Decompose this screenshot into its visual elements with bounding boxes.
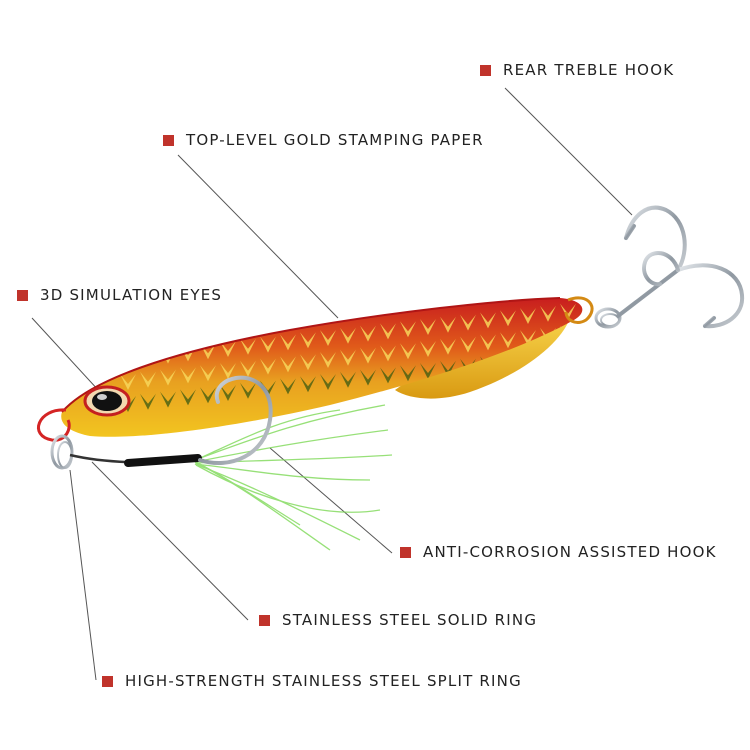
- scale-mark: [580, 301, 583, 318]
- scale-mark: [360, 347, 376, 364]
- scale-mark: [120, 374, 136, 390]
- scale-mark: [240, 360, 256, 377]
- scale-mark: [320, 374, 336, 390]
- scale-mark: [180, 345, 196, 362]
- scale-mark: [160, 369, 176, 386]
- marker-square-icon: [17, 289, 28, 301]
- scale-mark: [400, 365, 416, 382]
- label-text: TOP-LEVEL GOLD STAMPING PAPER: [186, 131, 484, 149]
- leader-assisted-hook: [269, 447, 393, 554]
- label-text: HIGH-STRENGTH STAINLESS STEEL SPLIT RING: [125, 672, 522, 690]
- scale-mark: [440, 338, 456, 355]
- scale-mark: [220, 363, 236, 379]
- marker-square-icon: [259, 614, 270, 626]
- scale-mark: [200, 343, 216, 360]
- scale-mark: [400, 321, 416, 338]
- assist-hook-icon: [198, 375, 273, 466]
- scale-mark: [340, 349, 356, 366]
- scale-mark: [360, 325, 376, 342]
- scale-mark: [240, 338, 256, 355]
- scale-mark: [180, 389, 196, 406]
- scale-mark: [300, 354, 316, 371]
- scale-mark: [420, 341, 436, 357]
- marker-square-icon: [163, 134, 174, 146]
- scale-mark: [280, 334, 296, 351]
- label-text: ANTI-CORROSION ASSISTED HOOK: [423, 543, 717, 561]
- scale-mark: [220, 341, 236, 357]
- marker-square-icon: [102, 675, 113, 687]
- scale-mark: [200, 365, 216, 382]
- scale-mark: [200, 387, 216, 404]
- scale-mark: [320, 330, 336, 346]
- label-rear-treble-hook: REAR TREBLE HOOK: [480, 61, 674, 79]
- scale-mark: [480, 334, 496, 351]
- scale-mark: [300, 332, 316, 349]
- eye-icon: [83, 385, 131, 417]
- scale-mark: [580, 345, 583, 362]
- scale-mark: [400, 343, 416, 360]
- scale-mark: [580, 323, 583, 340]
- scale-mark: [420, 319, 436, 335]
- scale-mark: [340, 327, 356, 344]
- scale-mark: [260, 358, 276, 375]
- leader-rear-treble-hook: [504, 87, 633, 216]
- scale-mark: [500, 332, 516, 349]
- tail-ring: [594, 307, 622, 329]
- leader-simulation-eyes: [31, 317, 101, 393]
- scale-mark: [500, 310, 516, 327]
- scale-mark: [520, 308, 536, 324]
- fishing-lure-icon: [61, 297, 583, 437]
- scale-mark: [480, 312, 496, 329]
- marker-square-icon: [480, 64, 491, 76]
- scale-mark: [540, 305, 556, 322]
- scale-mark: [180, 367, 196, 384]
- label-text: STAINLESS STEEL SOLID RING: [282, 611, 538, 629]
- scale-mark: [160, 391, 176, 408]
- scale-mark: [160, 347, 176, 364]
- leader-gold-stamping-paper: [177, 154, 339, 319]
- scale-mark: [340, 371, 356, 388]
- marker-square-icon: [400, 546, 411, 558]
- scale-mark: [220, 385, 236, 401]
- scale-mark: [140, 393, 156, 410]
- tail-eyelet: [564, 296, 594, 324]
- label-solid-ring: STAINLESS STEEL SOLID RING: [259, 611, 537, 629]
- scale-mark: [240, 382, 256, 399]
- scale-mark: [560, 347, 576, 364]
- scale-mark: [380, 367, 396, 384]
- scale-mark: [280, 378, 296, 395]
- scale-mark: [120, 396, 136, 412]
- scale-mark: [460, 314, 476, 331]
- label-simulation-eyes: 3D SIMULATION EYES: [17, 286, 222, 304]
- scale-mark: [140, 371, 156, 388]
- leader-lines: [31, 87, 633, 681]
- scale-mark: [460, 336, 476, 353]
- treble-hook-icon: [616, 205, 745, 329]
- scale-mark: [360, 369, 376, 386]
- label-gold-stamping-paper: TOP-LEVEL GOLD STAMPING PAPER: [163, 131, 484, 149]
- label-assisted-hook: ANTI-CORROSION ASSISTED HOOK: [400, 543, 717, 561]
- scale-mark: [380, 345, 396, 362]
- feather-skirt-icon: [194, 404, 393, 551]
- ring-icon: [50, 434, 74, 470]
- scale-mark: [420, 363, 436, 379]
- leader-split-ring: [69, 469, 97, 681]
- scale-mark: [260, 336, 276, 353]
- label-text: 3D SIMULATION EYES: [40, 286, 223, 304]
- scale-mark: [280, 356, 296, 373]
- scale-mark: [120, 352, 136, 368]
- scale-mark: [300, 376, 316, 393]
- cord-wrap: [124, 454, 202, 467]
- leader-solid-ring: [91, 461, 249, 621]
- scale-mark: [320, 352, 336, 368]
- label-text: REAR TREBLE HOOK: [503, 61, 675, 79]
- nose-eyelet: [37, 408, 71, 442]
- scale-mark: [380, 323, 396, 340]
- scale-mark: [440, 316, 456, 333]
- label-split-ring: HIGH-STRENGTH STAINLESS STEEL SPLIT RING: [102, 672, 522, 690]
